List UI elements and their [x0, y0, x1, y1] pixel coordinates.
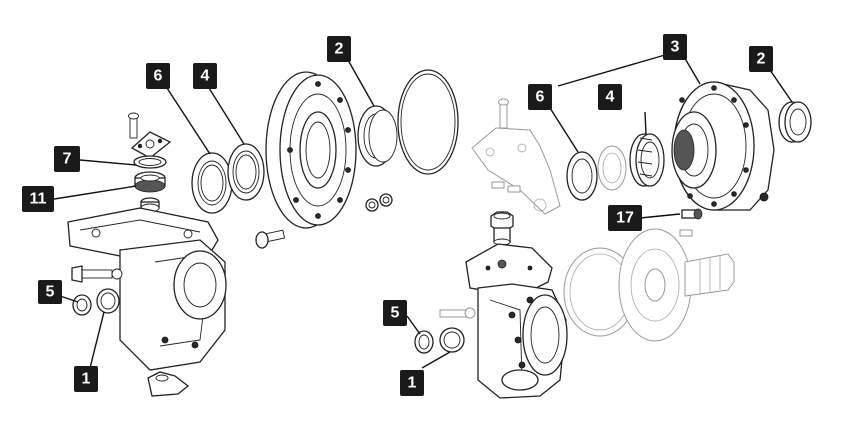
callout-11: 11: [22, 186, 54, 212]
right-bearing-4: [629, 133, 665, 187]
callout-4-left: 4: [193, 63, 217, 89]
callout-6-left-label: 6: [154, 68, 163, 85]
callout-7-label: 7: [63, 151, 72, 168]
left-o-ring: [397, 69, 459, 175]
right-steering-knuckle: [465, 243, 568, 399]
callout-1-right-label: 1: [408, 375, 417, 392]
callout-2-left: 2: [327, 36, 351, 62]
left-small-bushing: [140, 197, 160, 213]
left-cap-plate: [130, 131, 172, 159]
callout-5-left-label: 5: [46, 284, 55, 301]
callout-2-right: 2: [749, 46, 773, 72]
callout-2-right-label: 2: [757, 51, 766, 68]
callout-4-right-label: 4: [606, 89, 615, 106]
left-seal-5: [72, 294, 92, 316]
left-wheel-stud: [255, 229, 286, 249]
left-top-bolt: [128, 112, 139, 139]
right-ghost-steering-arm: [471, 98, 561, 215]
left-lower-lever: [147, 371, 190, 397]
callout-6-right: 6: [528, 84, 552, 110]
callout-17: 17: [608, 205, 642, 231]
right-ghost-spindle: [563, 228, 735, 342]
right-ghost-rings: [597, 145, 627, 191]
right-hub-3: [671, 81, 775, 211]
callout-4-left-label: 4: [201, 68, 210, 85]
callout-1-right: 1: [400, 370, 424, 396]
callout-1-left: 1: [74, 366, 98, 392]
left-steering-knuckle: [67, 207, 227, 371]
callout-3: 3: [663, 34, 687, 60]
left-nuts: [365, 193, 393, 212]
callout-5-right: 5: [383, 300, 407, 326]
right-stud-17: [681, 192, 769, 220]
left-bearing-11: [134, 171, 166, 193]
leader-lines: [47, 54, 793, 369]
callout-2-left-label: 2: [335, 41, 344, 58]
callout-5-left: 5: [38, 280, 62, 304]
left-bearing-4: [227, 143, 265, 201]
left-bushing-1: [96, 288, 120, 314]
right-bushing-1: [439, 327, 465, 353]
right-castle-nut: [490, 211, 514, 246]
right-kingpin-bolt: [439, 307, 476, 319]
callout-1-left-label: 1: [82, 371, 91, 388]
right-seal-5: [414, 330, 434, 354]
left-bearing-6: [191, 152, 233, 214]
callout-6-right-label: 6: [536, 89, 545, 106]
callout-5-right-label: 5: [391, 305, 400, 322]
left-seal-2: [357, 105, 398, 167]
callout-3-label: 3: [671, 39, 680, 56]
callout-4-right: 4: [598, 84, 622, 110]
right-seal-2: [778, 101, 812, 143]
callout-11-label: 11: [30, 191, 47, 208]
right-ghost-bolts: [491, 181, 693, 237]
callout-7: 7: [54, 146, 80, 172]
left-kingpin-bolt: [71, 265, 123, 283]
left-hub-flange: [265, 71, 357, 229]
callout-17-label: 17: [616, 210, 634, 227]
callout-6-left: 6: [146, 63, 170, 89]
right-bearing-6: [566, 151, 598, 201]
left-seal-ring-7: [133, 155, 167, 169]
